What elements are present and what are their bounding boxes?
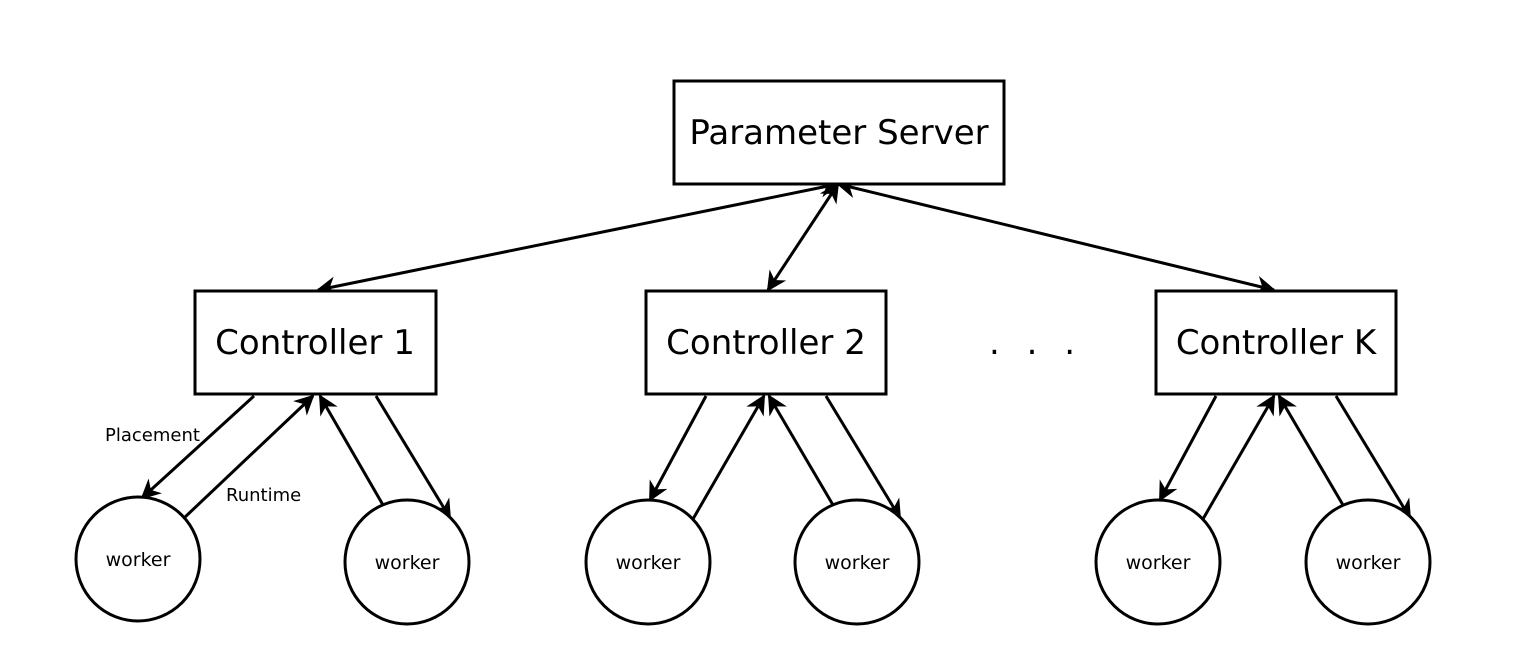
edge-placement-c2-w2 [824,395,902,520]
worker-c2-2-label: worker [825,552,890,574]
edge-placement-ck-w2 [1334,395,1412,520]
controller-2-label: Controller 2 [666,323,866,363]
edge-server-controller-2 [766,182,840,292]
runtime-label: Runtime [226,485,301,506]
worker-c1-1-circle [74,495,202,623]
parameter-server: Parameter Server [672,79,1006,186]
worker-c1-2-label: worker [375,552,440,574]
edge-runtime-c2-w1 [691,394,766,520]
controller-k-box [1154,289,1398,396]
worker-c2-1-label: worker [616,552,681,574]
worker-ck-2-label: worker [1336,552,1401,574]
controller-1-box [193,289,438,396]
worker-c2-2: worker [793,498,921,626]
edge-runtime-c2-w2 [767,394,835,506]
edge-placement-c2-w1 [648,395,708,502]
worker-c1-2: worker [343,498,471,626]
edge-runtime-c1-w2 [318,394,385,506]
worker-ck-2: worker [1304,498,1432,626]
worker-c1-2-circle [343,498,471,626]
edge-runtime-c1-w1 [182,394,315,520]
edge-placement-ck-w1 [1158,395,1218,502]
edge-server-controller-k [836,178,1276,296]
controller-2-box [644,289,888,396]
worker-c2-2-circle [793,498,921,626]
ellipsis: . . . [989,323,1083,363]
controller-1: Controller 1 [193,289,438,396]
worker-ck-1-label: worker [1126,552,1191,574]
parameter-server-box [672,79,1006,186]
worker-ck-1: worker [1094,498,1222,626]
edge-placement-c1-w1 [140,394,256,500]
worker-c1-1: worker [74,495,202,623]
controller-2: Controller 2 [644,289,888,396]
edge-placement-c1-w2 [374,395,452,520]
worker-c2-1: worker [584,498,712,626]
edge-runtime-ck-w2 [1277,394,1345,506]
controller-k-label: Controller K [1176,323,1378,363]
placement-label: Placement [105,425,200,446]
edge-runtime-ck-w1 [1201,394,1276,520]
edge-server-controller-1 [316,177,840,297]
worker-ck-1-circle [1094,498,1222,626]
worker-c2-1-circle [584,498,712,626]
parameter-server-label: Parameter Server [689,113,988,153]
controller-1-label: Controller 1 [215,323,415,363]
controller-k: Controller K [1154,289,1398,396]
worker-c1-1-label: worker [106,549,171,571]
worker-ck-2-circle [1304,498,1432,626]
